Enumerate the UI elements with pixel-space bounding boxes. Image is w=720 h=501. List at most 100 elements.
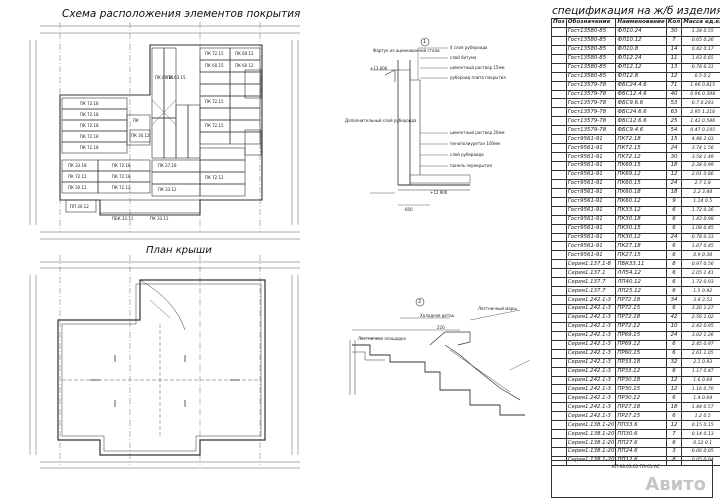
- spec-cell: 2.1 0.93: [681, 357, 720, 368]
- spec-cell: 71: [665, 80, 683, 91]
- detail-label: Холодная детаь: [420, 313, 455, 318]
- spec-cell: [551, 357, 567, 368]
- spec-cell: 13: [665, 62, 683, 73]
- spec-cell: 0.65 0.26: [681, 35, 720, 46]
- panel-label: ПК 72.12: [205, 175, 224, 180]
- spec-cell: 12: [665, 420, 683, 431]
- layer-label: Дополнительный слой рубероида: [345, 118, 417, 123]
- spec-cell: 24: [665, 330, 683, 341]
- spec-cell: Гост13579-78: [565, 116, 617, 127]
- spec-cell: [551, 402, 567, 413]
- spec-cell: 54: [665, 125, 683, 136]
- panel-label: ПК 63.15: [167, 75, 186, 80]
- spec-cell: Серия1.138.1-20: [565, 447, 617, 457]
- spec-cell: 7: [665, 35, 683, 46]
- spec-cell: Серия1.242.1-3: [565, 366, 617, 377]
- spec-cell: Серия1.242.1-3: [565, 375, 617, 386]
- spec-cell: 0.97 0.56: [681, 259, 720, 270]
- spec-cell: 34: [665, 295, 683, 305]
- spec-cell: Гост9561-91: [565, 169, 617, 180]
- spec-cell: 0.78 0.33: [681, 232, 720, 243]
- spec-cell: [551, 53, 567, 64]
- spec-cell: Гост9561-91: [565, 214, 617, 225]
- spec-cell: ПК30.15: [615, 223, 667, 234]
- spec-cell: Серия1.242.1-3: [565, 384, 617, 395]
- panel-label: ПК 30.12: [131, 133, 150, 138]
- spec-cell: 25: [665, 116, 683, 127]
- spec-cell: ПР27.15: [615, 411, 667, 422]
- spec-cell: ПБК33.11: [615, 259, 667, 270]
- spec-cell: [551, 196, 567, 207]
- spec-cell: Серия1.138.1-20: [565, 438, 617, 448]
- spec-cell: 0.42 0.17: [681, 44, 720, 55]
- spec-cell: Гост13579-78: [565, 89, 617, 100]
- spec-cell: ПК72.18: [615, 134, 667, 145]
- spec-cell: 6: [665, 214, 683, 225]
- spec-cell: ПК72.15: [615, 143, 667, 154]
- spec-cell: ПК60.18: [615, 187, 667, 198]
- spec-cell: 1.07 0.45: [681, 241, 720, 252]
- spec-cell: [551, 44, 567, 55]
- spec-cell: 2.05 1.41: [681, 268, 720, 279]
- layer-label: цементный раствор 15мм: [450, 65, 505, 70]
- spec-cell: ПР33.12: [615, 366, 667, 377]
- spec-cell: [551, 348, 567, 359]
- spec-cell: 8: [665, 259, 683, 270]
- spec-cell: 0.5 0.2: [681, 71, 720, 82]
- spec-cell: Гост9561-91: [565, 134, 617, 145]
- spec-cell: [551, 214, 567, 225]
- spec-cell: [551, 286, 567, 297]
- spec-cell: ПП30.6: [615, 429, 667, 440]
- panel-label: ПК 72.12: [112, 185, 131, 190]
- specification-title: спецификация на ж/б изделия: [552, 5, 720, 17]
- spec-cell: 0.12 0.1: [681, 438, 720, 448]
- spec-cell: 1.96 0.815: [681, 80, 720, 91]
- layer-label: рубероид плита покрытия: [450, 75, 506, 80]
- spec-cell: Серия1.242.1-3: [565, 357, 617, 368]
- spec-cell: [551, 80, 567, 91]
- spec-cell: [551, 277, 567, 288]
- spec-cell: Гост13580-85: [565, 35, 617, 46]
- spec-cell: ПР33.18: [615, 357, 667, 368]
- spec-cell: 0.47 0.195: [681, 125, 720, 136]
- panel-label: ПК 72.18: [112, 163, 131, 168]
- spec-cell: Серия1.242.1-3: [565, 339, 617, 350]
- spec-cell: Гост9561-91: [565, 232, 617, 243]
- panel-label: ПК 27.18: [158, 163, 177, 168]
- spec-cell: [551, 71, 567, 82]
- spec-cell: ПР72.18: [615, 295, 667, 305]
- spec-cell: Гост9561-91: [565, 196, 617, 207]
- watermark-logo: Авито: [645, 474, 706, 495]
- spec-cell: [551, 330, 567, 341]
- spec-cell: 63: [665, 107, 683, 118]
- spec-cell: [551, 438, 567, 448]
- panel-label: ПК 72.18: [80, 112, 99, 117]
- spec-cell: 24: [665, 232, 683, 243]
- spec-cell: 1.5 0.92: [681, 286, 720, 297]
- spec-header-cell: Кол: [665, 18, 683, 28]
- spec-cell: 24: [665, 143, 683, 154]
- spec-cell: [551, 178, 567, 189]
- spec-cell: 0.14 0.13: [681, 429, 720, 440]
- spec-cell: 1.4 0.64: [681, 393, 720, 404]
